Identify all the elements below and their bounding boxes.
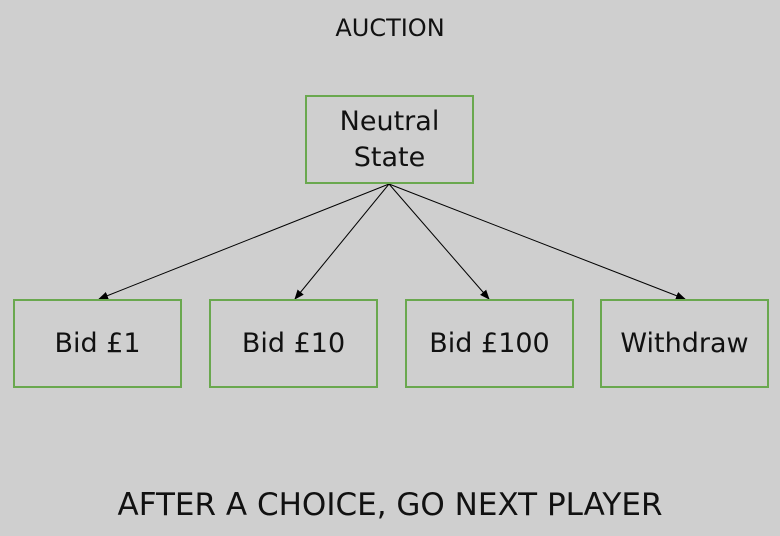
edge-to-bid-100: [388, 183, 490, 300]
node-bid-1: Bid £1: [13, 299, 182, 388]
node-neutral-state-label: Neutral State: [340, 104, 440, 176]
node-bid-100: Bid £100: [405, 299, 574, 388]
edge-to-bid-10: [294, 183, 390, 300]
node-bid-100-label: Bid £100: [429, 327, 550, 359]
node-neutral-state-line1: Neutral: [339, 105, 440, 137]
node-bid-10: Bid £10: [209, 299, 378, 388]
node-neutral-state-line2: State: [353, 141, 426, 173]
node-bid-1-label: Bid £1: [54, 327, 141, 359]
edge-to-withdraw: [388, 183, 686, 300]
footer-note: AFTER A CHOICE, GO NEXT PLAYER: [117, 487, 663, 523]
diagram-title: AUCTION: [335, 14, 445, 42]
node-bid-10-label: Bid £10: [241, 327, 346, 359]
node-neutral-state: Neutral State: [305, 95, 474, 184]
node-withdraw: Withdraw: [600, 299, 769, 388]
edge-to-bid-1: [98, 183, 390, 300]
node-withdraw-label: Withdraw: [620, 327, 749, 359]
